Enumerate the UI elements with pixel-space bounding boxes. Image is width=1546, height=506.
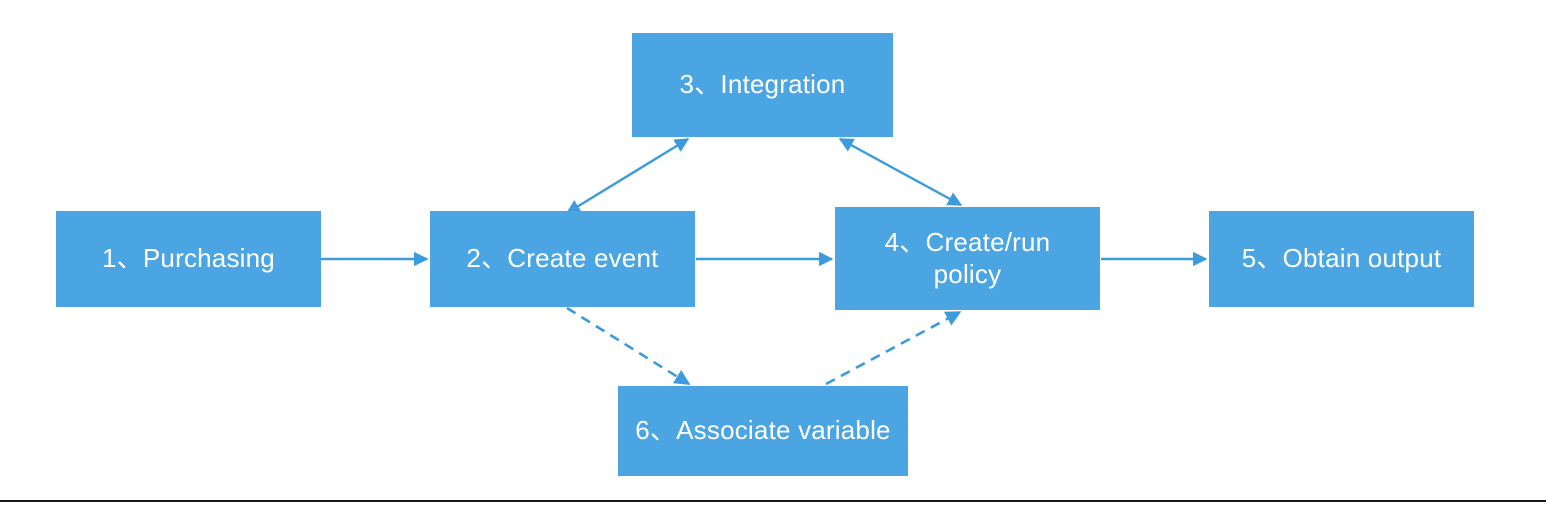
node-integration[interactable]: 3、Integration: [632, 33, 893, 137]
node-obtain-output-label: 5、Obtain output: [1241, 243, 1442, 274]
node-integration-label: 3、Integration: [679, 69, 846, 100]
node-obtain-output[interactable]: 5、Obtain output: [1209, 211, 1474, 307]
edge-integration-to-create-run-policy: [838, 137, 963, 207]
bottom-divider: [0, 500, 1546, 502]
edge-associate-variable-to-policy: [825, 310, 962, 386]
node-purchasing[interactable]: 1、Purchasing: [56, 211, 321, 307]
edge-create-event-to-associate-variable: [566, 306, 691, 386]
node-associate-variable-label: 6、Associate variable: [635, 415, 891, 446]
node-create-run-policy-label: 4、Create/run policy: [884, 226, 1051, 289]
edge-create-event-to-integration: [565, 137, 690, 215]
node-create-event[interactable]: 2、Create event: [430, 211, 695, 307]
node-purchasing-label: 1、Purchasing: [102, 243, 275, 274]
node-create-event-label: 2、Create event: [466, 243, 659, 274]
node-associate-variable[interactable]: 6、Associate variable: [618, 386, 908, 476]
node-create-run-policy[interactable]: 4、Create/run policy: [835, 207, 1100, 310]
